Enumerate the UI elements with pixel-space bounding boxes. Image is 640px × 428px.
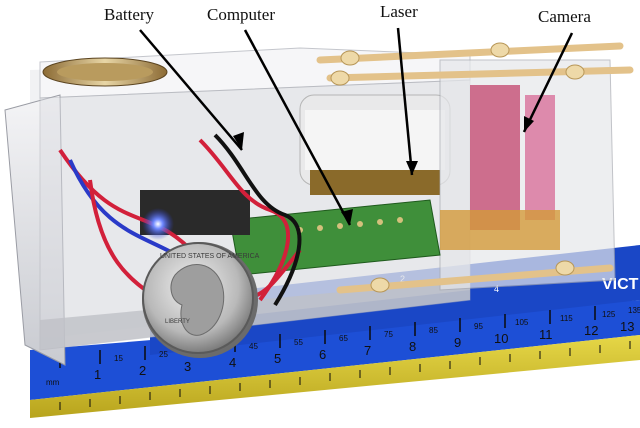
ruler-mm-number: 65: [339, 334, 348, 343]
annotation-arrowheads: [233, 116, 534, 225]
laser-module: [299, 94, 451, 195]
ruler-inch-number: 4: [494, 284, 499, 294]
ruler-mm-number: 115: [560, 314, 573, 323]
ruler-mm-number: 45: [249, 342, 258, 351]
ruler-mm-number: 75: [384, 330, 393, 339]
ruler-cm-number: 1: [94, 367, 101, 382]
ruler-cm-number: 11: [539, 327, 553, 342]
ruler-mm-number: 15: [114, 354, 123, 363]
ruler-mm-number: 25: [159, 350, 168, 359]
ruler-cm-number: 5: [274, 351, 281, 366]
computer-pointer: [243, 29, 352, 226]
enclosure-left-end: [4, 94, 66, 366]
ruler-unit-label: mm: [46, 378, 60, 387]
camera-label: Camera: [538, 7, 591, 26]
camera-pointer: [522, 32, 574, 133]
ruler-mm-number: 105: [515, 318, 529, 327]
coin-top-text: UNITED STATES OF AMERICA: [160, 253, 260, 260]
ruler-yellow-band: [30, 335, 640, 418]
laser-label: Laser: [380, 2, 418, 21]
battery-label: Battery: [104, 5, 155, 24]
camera-module: [439, 59, 616, 291]
ruler-cm-number: 2: [139, 363, 146, 378]
ruler-cm-number: 12: [584, 323, 598, 338]
led: [142, 208, 174, 240]
quarter-coin: UNITED STATES OF AMERICA LIBERTY: [142, 242, 260, 358]
ruler-mm-number: 85: [429, 326, 438, 335]
ruler-mm-number: 55: [294, 338, 303, 347]
ruler-cm-number: 9: [454, 335, 461, 350]
annotation-lines: [139, 27, 574, 226]
laser-pointer: [396, 27, 414, 176]
battery: [42, 57, 168, 87]
ruler-mm-number: 135: [628, 306, 640, 315]
dowel-caps: [330, 42, 585, 293]
ruler-mm-number: 95: [474, 322, 483, 331]
ruler-cm-number: 4: [229, 355, 236, 370]
battery-pointer: [139, 29, 243, 151]
ruler-cm-number: 8: [409, 339, 416, 354]
computer-label: Computer: [207, 5, 275, 24]
ruler-cm-number: 7: [364, 343, 371, 358]
coin-motto: LIBERTY: [165, 319, 190, 325]
ruler-blue-band: [30, 300, 640, 400]
ruler-cm-number: 10: [494, 331, 508, 346]
ruler-ticks: [59, 341, 631, 410]
ruler-cm-number: 13: [620, 319, 634, 334]
ruler-cm-numbers: 1 2 3 4 5 6 7 8 9 10 11 12 13: [94, 319, 634, 382]
ruler-mm-number: 125: [602, 310, 616, 319]
ruler-cm-number: 3: [184, 359, 191, 374]
ruler-cm-number: 6: [319, 347, 326, 362]
